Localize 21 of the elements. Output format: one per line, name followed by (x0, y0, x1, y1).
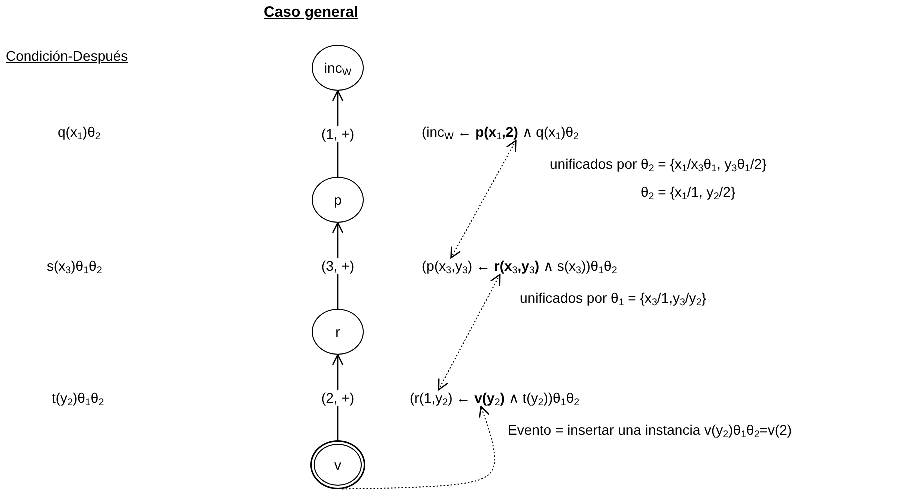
rule-text: (inc$_{W}$ ← p(x$_{1}$,2) ∧ q(x$_{1}$)θ$_{2}$ (422, 124, 579, 141)
edge-label: (1, +) (320, 126, 356, 142)
circle-node: r (312, 309, 364, 355)
edge-label: (2, +) (320, 390, 356, 406)
circle-node: p (312, 177, 364, 223)
dotted-arrow (342, 406, 496, 490)
condition-text: s(x$_{3}$)θ$_{1}$θ$_{2}$ (47, 258, 102, 275)
section-heading: Condición-Después (6, 48, 128, 65)
circle-node: inc$_{W}$ (312, 45, 364, 91)
annotation-text: Evento = insertar una instancia v(y$_{2}$)θ$_{1}$θ$_{2}$=v(2) (508, 422, 792, 439)
rule-text: (r(1,y$_{2}$) ← v(y$_{2}$) ∧ t(y$_{2}$))θ$_{1}$θ$_{2}$ (410, 390, 580, 407)
annotation-text: θ$_{2}$ = {x$_{1}$/1, y$_{2}$/2} (641, 184, 736, 201)
condition-text: q(x$_{1}$)θ$_{2}$ (58, 124, 101, 141)
dotted-arrow (450, 140, 517, 259)
annotation-text: unificados por θ$_{2}$ = {x$_{1}$/x$_{3}$θ$_{1}$, y$_{3}$θ$_{1}$/2} (550, 156, 767, 173)
condition-text: t(y$_{2}$)θ$_{1}$θ$_{2}$ (52, 390, 104, 407)
diagram-title: Caso general (264, 4, 358, 22)
dotted-arrow (438, 274, 501, 391)
annotation-text: unificados por θ$_{1}$ = {x$_{3}$/1,y$_{3}$/y$_{2}$} (520, 290, 706, 307)
rule-text: (p(x$_{3}$,y$_{3}$) ← r(x$_{3}$,y$_{3}$) ∧ s(x$_{3}$))θ$_{1}$θ$_{2}$ (422, 258, 618, 275)
edge-label: (3, +) (320, 258, 356, 274)
